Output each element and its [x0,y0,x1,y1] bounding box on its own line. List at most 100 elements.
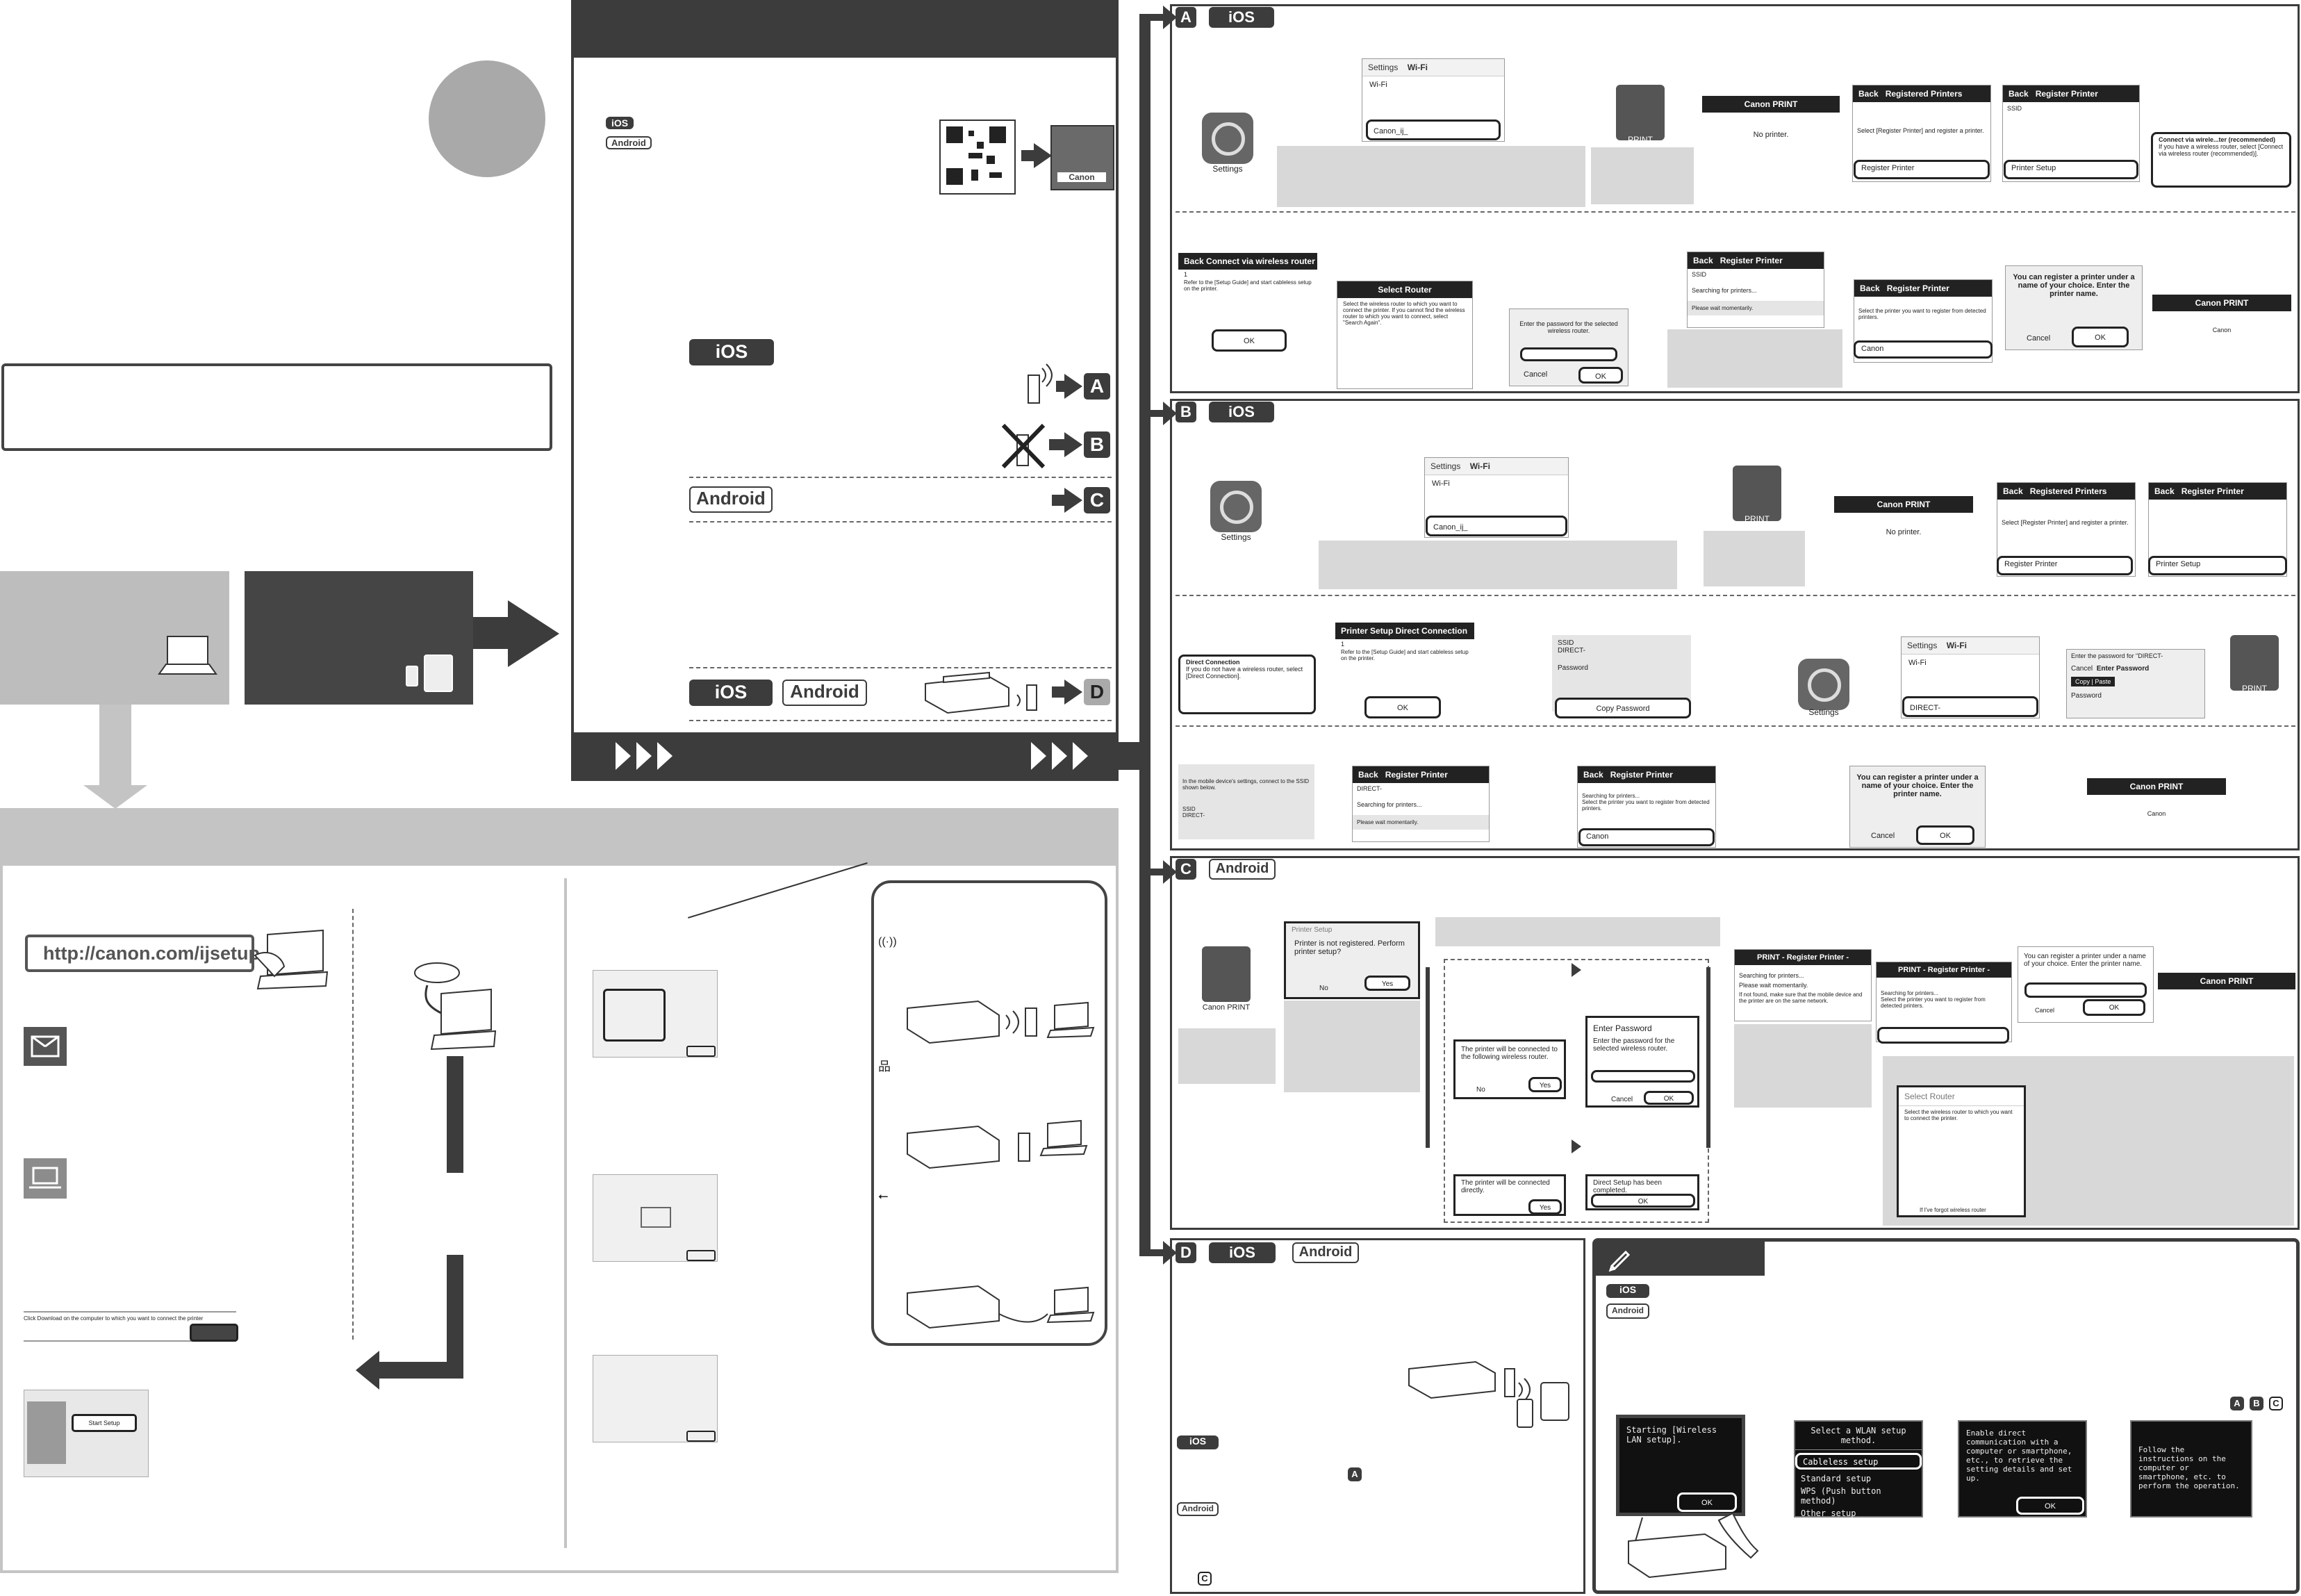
computer-section-header [0,808,1119,866]
copy-password-button[interactable]: Copy Password [1555,698,1691,718]
settings-icon-b[interactable] [1210,481,1262,532]
ok-label: OK [1244,337,1255,345]
wifi-toggle-row[interactable]: Wi-Fi [1425,475,1568,492]
lcd-ok-button[interactable]: OK [1677,1492,1737,1512]
ok-button-b1[interactable]: OK [1364,696,1441,718]
connection-methods-callout: ((·)) 品 ⭠ [871,880,1107,1346]
download-button[interactable] [190,1324,238,1342]
cancel-button[interactable]: Cancel [2035,1007,2055,1014]
ok-button-b2[interactable]: OK [1916,825,1974,845]
register-printer-button-a[interactable]: Register Printer [1854,160,1990,179]
connection-screen-1 [593,970,718,1058]
wifi-toggle-row[interactable]: Wi-Fi [1902,655,2039,671]
enter-password-title: Enter Password [2096,665,2150,673]
back-link[interactable]: Back [1358,770,1378,780]
canon-network-b[interactable]: Canon_ij_ [1426,516,1567,536]
lcd-menu-other[interactable]: Other setup [1801,1508,1856,1518]
direct-connection-option[interactable]: Direct Connection If you do not have a w… [1178,655,1316,714]
canon-network-a[interactable]: Canon_ij_ [1366,120,1501,140]
start-setup-button[interactable]: Start Setup [72,1414,137,1432]
please-wait-text: Please wait momentarily. [1353,815,1489,830]
forgot-router-link[interactable]: If I've forgot wireless router [1920,1207,1986,1213]
back-link[interactable]: Back [2154,486,2175,496]
wifi-toggle-row[interactable]: Wi-Fi [1362,76,1504,93]
no-router-icon [1000,421,1046,471]
lcd-menu-cableless[interactable]: Cableless setup [1795,1453,1922,1470]
flow-shaft-2 [447,1255,463,1379]
no-button[interactable]: No [1319,985,1328,992]
password-field-a[interactable] [1520,347,1617,361]
detected-printer-b[interactable]: Canon [1578,828,1715,846]
arrow-a-shaft [1056,381,1066,392]
lcd-menu-wps[interactable]: WPS (Push button method) [1801,1486,1881,1506]
ok-button-a1[interactable]: OK [1212,329,1287,352]
detected-printer-a[interactable]: Canon [1854,340,1993,359]
no-button[interactable]: No [1476,1086,1485,1094]
print-app-icon-b[interactable] [1733,466,1781,521]
next-button[interactable] [686,1046,716,1057]
back-link[interactable]: Back [2003,486,2023,496]
copy-item[interactable]: Copy [2075,678,2090,685]
back-settings[interactable]: Settings [1430,461,1461,471]
cancel-button[interactable]: Cancel [2027,334,2051,343]
yes-button-c2[interactable]: Yes [1528,1077,1562,1092]
print-app-icon-b2[interactable] [2230,635,2279,691]
settings-icon-b2[interactable] [1798,659,1849,710]
start-setup-screenshot: Start Setup [24,1390,149,1477]
back-link[interactable]: Back [1583,770,1603,780]
paste-item[interactable]: Paste [2095,678,2111,685]
password-field-c[interactable] [1591,1070,1695,1083]
searching-text: Searching for printers... [1582,793,1640,799]
copy-password-label: Copy Password [1596,705,1650,713]
lcd-ok-button-2[interactable]: OK [2016,1497,2084,1515]
cancel-button[interactable]: Cancel [2071,665,2093,673]
section-c-letter: C [1176,859,1196,880]
ok-button-c[interactable]: OK [1644,1091,1694,1105]
yes-button-c3[interactable]: Yes [1528,1199,1562,1215]
arrow-a-head [1064,374,1082,399]
back-link[interactable]: Back [1693,256,1713,265]
next-button[interactable] [686,1431,716,1442]
yes-button-c[interactable]: Yes [1364,976,1410,991]
step-number: 1 [1184,271,1188,278]
back-settings[interactable]: Settings [1907,641,1938,650]
lcd-menu-standard[interactable]: Standard setup [1801,1474,1872,1483]
next-button[interactable] [686,1250,716,1261]
searching-text: Searching for printers... [1881,990,1939,996]
settings-icon-a[interactable] [1202,113,1253,164]
ssid-row: SSID [1692,271,1707,278]
ok-button-a2[interactable]: OK [1578,367,1623,384]
direct-network-b[interactable]: DIRECT- [1902,696,2038,717]
ok-button-c2[interactable]: OK [1591,1194,1695,1208]
cancel-button-a[interactable]: Cancel [1524,370,1548,379]
footer-chevron-3 [657,742,673,770]
down-arrow-shaft [99,705,131,791]
back-link[interactable]: Back [1858,89,1879,99]
back-link[interactable]: Back [1860,283,1880,293]
back-settings[interactable]: Settings [1368,63,1399,72]
enter-password-title: Enter Password [1593,1023,1652,1033]
connection-options-highlight[interactable] [603,989,666,1042]
register-searching-screen-b: Back Register Printer DIRECT- Searching … [1352,766,1490,842]
copy-paste-menu: Copy | Paste [2071,677,2116,686]
router-icon [1023,361,1055,404]
ok-button-a3[interactable]: OK [2072,327,2129,347]
lcd-direct-screen: Enable direct communication with a compu… [1958,1420,2087,1517]
select-printer-text: Select the printer you want to register … [1582,799,1710,812]
direct-ssid: DIRECT- [1182,812,1205,818]
url-box[interactable]: http://canon.com/ijsetup [25,935,260,972]
register-printer-button-b[interactable]: Register Printer [1997,556,2133,575]
package-icon [24,1027,67,1066]
name-field-c[interactable] [2024,982,2147,998]
printer-setup-button-b[interactable]: Printer Setup [2148,556,2287,575]
cancel-button[interactable]: Cancel [1611,1096,1633,1103]
connect-via-router-option[interactable]: Connect via wirele...ter (recommended) I… [2151,132,2291,188]
back-link[interactable]: Back [2009,89,2029,99]
detected-printer-c[interactable] [1877,1027,2009,1044]
print-app-icon-a[interactable] [1616,85,1665,140]
bracket-left [1426,967,1430,1148]
print-app-icon-c[interactable] [1202,946,1251,1002]
ok-button-c3[interactable]: OK [2083,999,2145,1016]
cancel-button[interactable]: Cancel [1871,832,1895,840]
printer-setup-button-a[interactable]: Printer Setup [2004,160,2138,179]
